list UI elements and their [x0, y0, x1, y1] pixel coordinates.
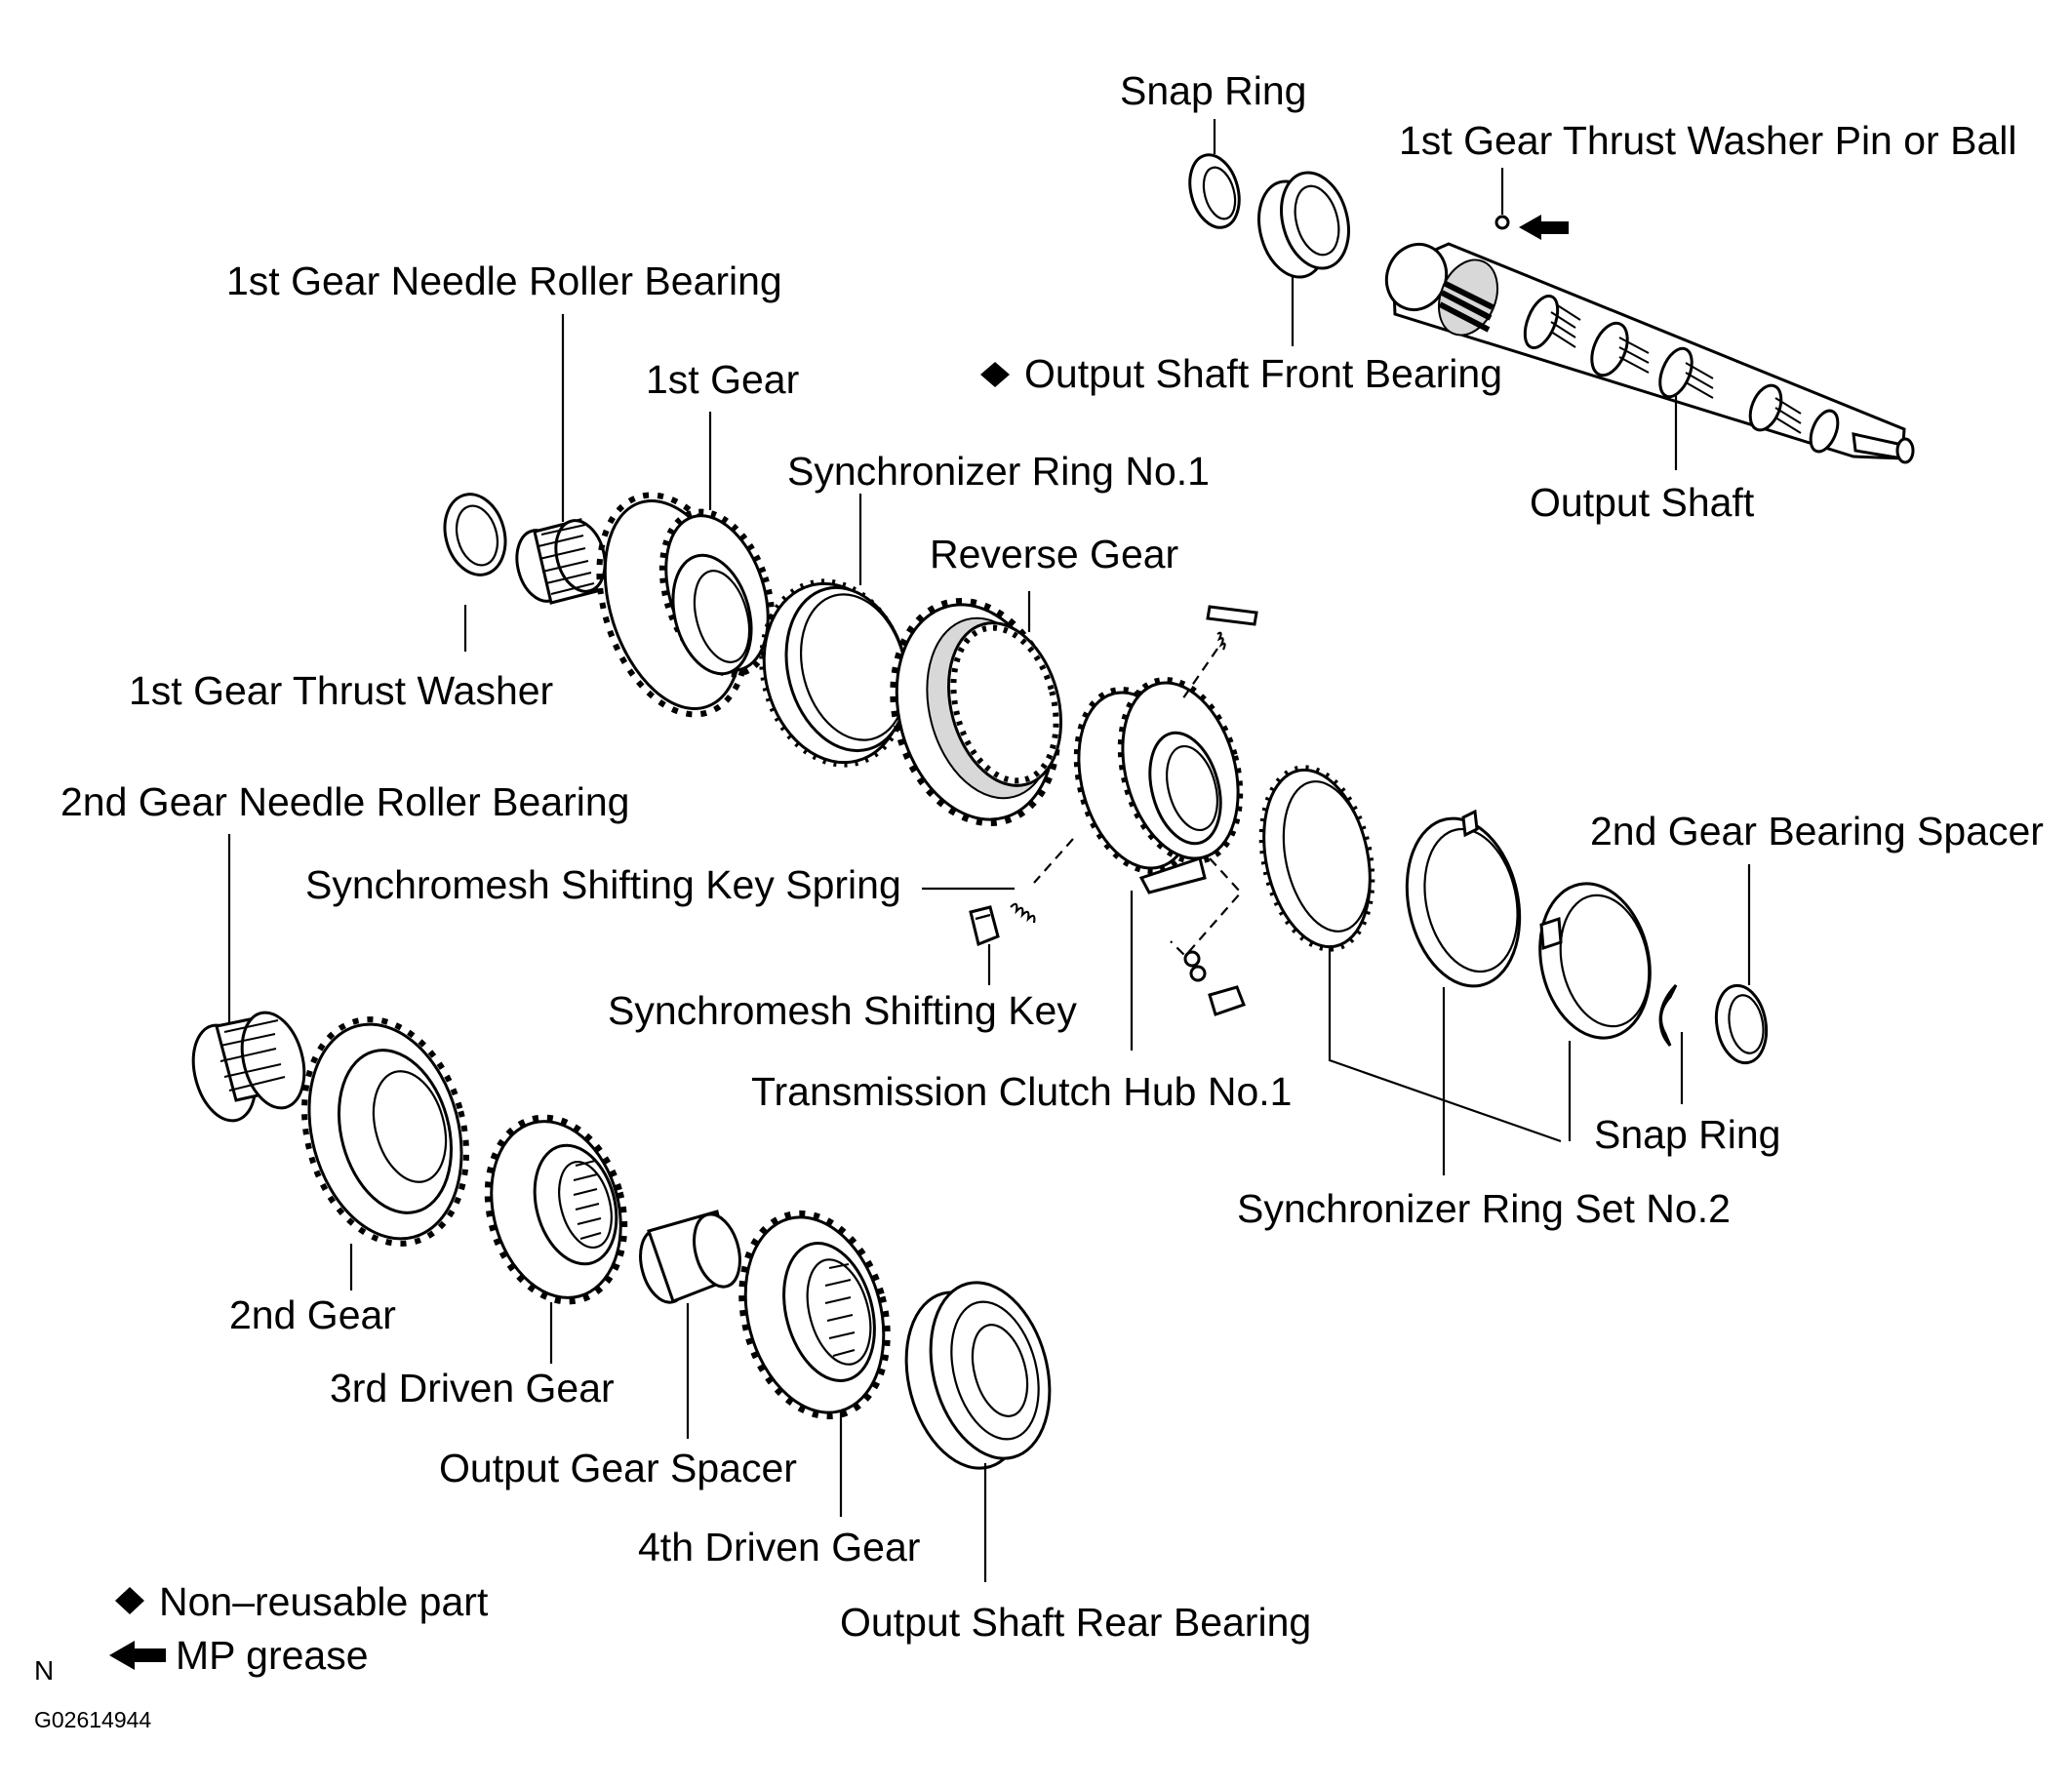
label-clutch-hub: Transmission Clutch Hub No.1 — [751, 1069, 1292, 1114]
output-shaft-rear-bearing — [904, 1281, 1052, 1470]
output-shaft — [1384, 242, 1915, 464]
label-gear-2nd: 2nd Gear — [229, 1292, 396, 1337]
label-synchronizer-ring-1: Synchronizer Ring No.1 — [787, 449, 1210, 494]
footer-letter: N — [34, 1655, 54, 1686]
label-needle-bearing-1st: 1st Gear Needle Roller Bearing — [226, 258, 782, 303]
thrust-washer-1st — [443, 493, 507, 576]
label-key-spring: Synchromesh Shifting Key Spring — [305, 862, 901, 907]
thrust-washer-pin — [1494, 215, 1510, 230]
label-driven-gear-3rd: 3rd Driven Gear — [330, 1366, 615, 1410]
label-synchronizer-ring-set-2: Synchronizer Ring Set No.2 — [1237, 1186, 1731, 1231]
label-output-gear-spacer: Output Gear Spacer — [439, 1446, 797, 1490]
snap-ring-top — [1188, 153, 1241, 229]
non-reusable-diamond-icon — [980, 362, 1010, 387]
label-thrust-washer-pin: 1st Gear Thrust Washer Pin or Ball — [1399, 118, 2016, 163]
label-snap-ring-right: Snap Ring — [1594, 1112, 1780, 1157]
footer: N G02614944 — [34, 1655, 151, 1732]
label-gear-1st: 1st Gear — [646, 357, 799, 402]
hub-dashed-guides — [1033, 648, 1243, 958]
legend-mp-grease: MP grease — [176, 1633, 369, 1678]
label-output-shaft: Output Shaft — [1530, 480, 1755, 525]
legend-non-reusable: Non–reusable part — [159, 1579, 489, 1624]
leader-lines — [227, 119, 1751, 1582]
label-snap-ring-top: Snap Ring — [1120, 68, 1306, 113]
labels: Snap Ring 1st Gear Thrust Washer Pin or … — [60, 68, 2044, 1645]
legend-grease-arrow-icon — [109, 1641, 166, 1670]
spring-and-key-right — [1183, 950, 1246, 1016]
label-thrust-washer-1st: 1st Gear Thrust Washer — [129, 668, 553, 713]
shifting-key-upper — [1206, 605, 1258, 651]
output-shaft-front-bearing — [1257, 171, 1350, 279]
label-reverse-gear: Reverse Gear — [930, 532, 1178, 576]
driven-gear-4th — [738, 1210, 891, 1420]
label-needle-bearing-2nd: 2nd Gear Needle Roller Bearing — [60, 779, 629, 824]
needle-bearing-2nd — [191, 1011, 306, 1123]
bearing-spacer-2nd — [1714, 983, 1769, 1065]
label-output-front-bearing: Output Shaft Front Bearing — [1024, 351, 1502, 396]
synchronizer-ring-set-2 — [1258, 765, 1652, 1040]
legend: Non–reusable part MP grease — [109, 1579, 489, 1678]
clutch-hub-1 — [1073, 677, 1244, 894]
reverse-gear — [890, 597, 1063, 827]
gear-2nd — [301, 1016, 469, 1247]
legend-diamond-icon — [115, 1587, 144, 1614]
label-driven-gear-4th: 4th Driven Gear — [638, 1525, 920, 1569]
driven-gear-3rd — [484, 1114, 628, 1305]
gear-1st — [596, 492, 776, 718]
shifting-key-small — [969, 905, 1000, 947]
figure-code: G02614944 — [34, 1707, 151, 1732]
output-gear-spacer — [639, 1210, 741, 1304]
key-spring-small — [1010, 902, 1036, 924]
grease-arrow-top — [1519, 215, 1569, 240]
label-shifting-key: Synchromesh Shifting Key — [608, 988, 1077, 1033]
snap-ring-right — [1658, 983, 1678, 1047]
label-bearing-spacer-2nd: 2nd Gear Bearing Spacer — [1590, 809, 2044, 854]
label-output-rear-bearing: Output Shaft Rear Bearing — [840, 1600, 1311, 1645]
